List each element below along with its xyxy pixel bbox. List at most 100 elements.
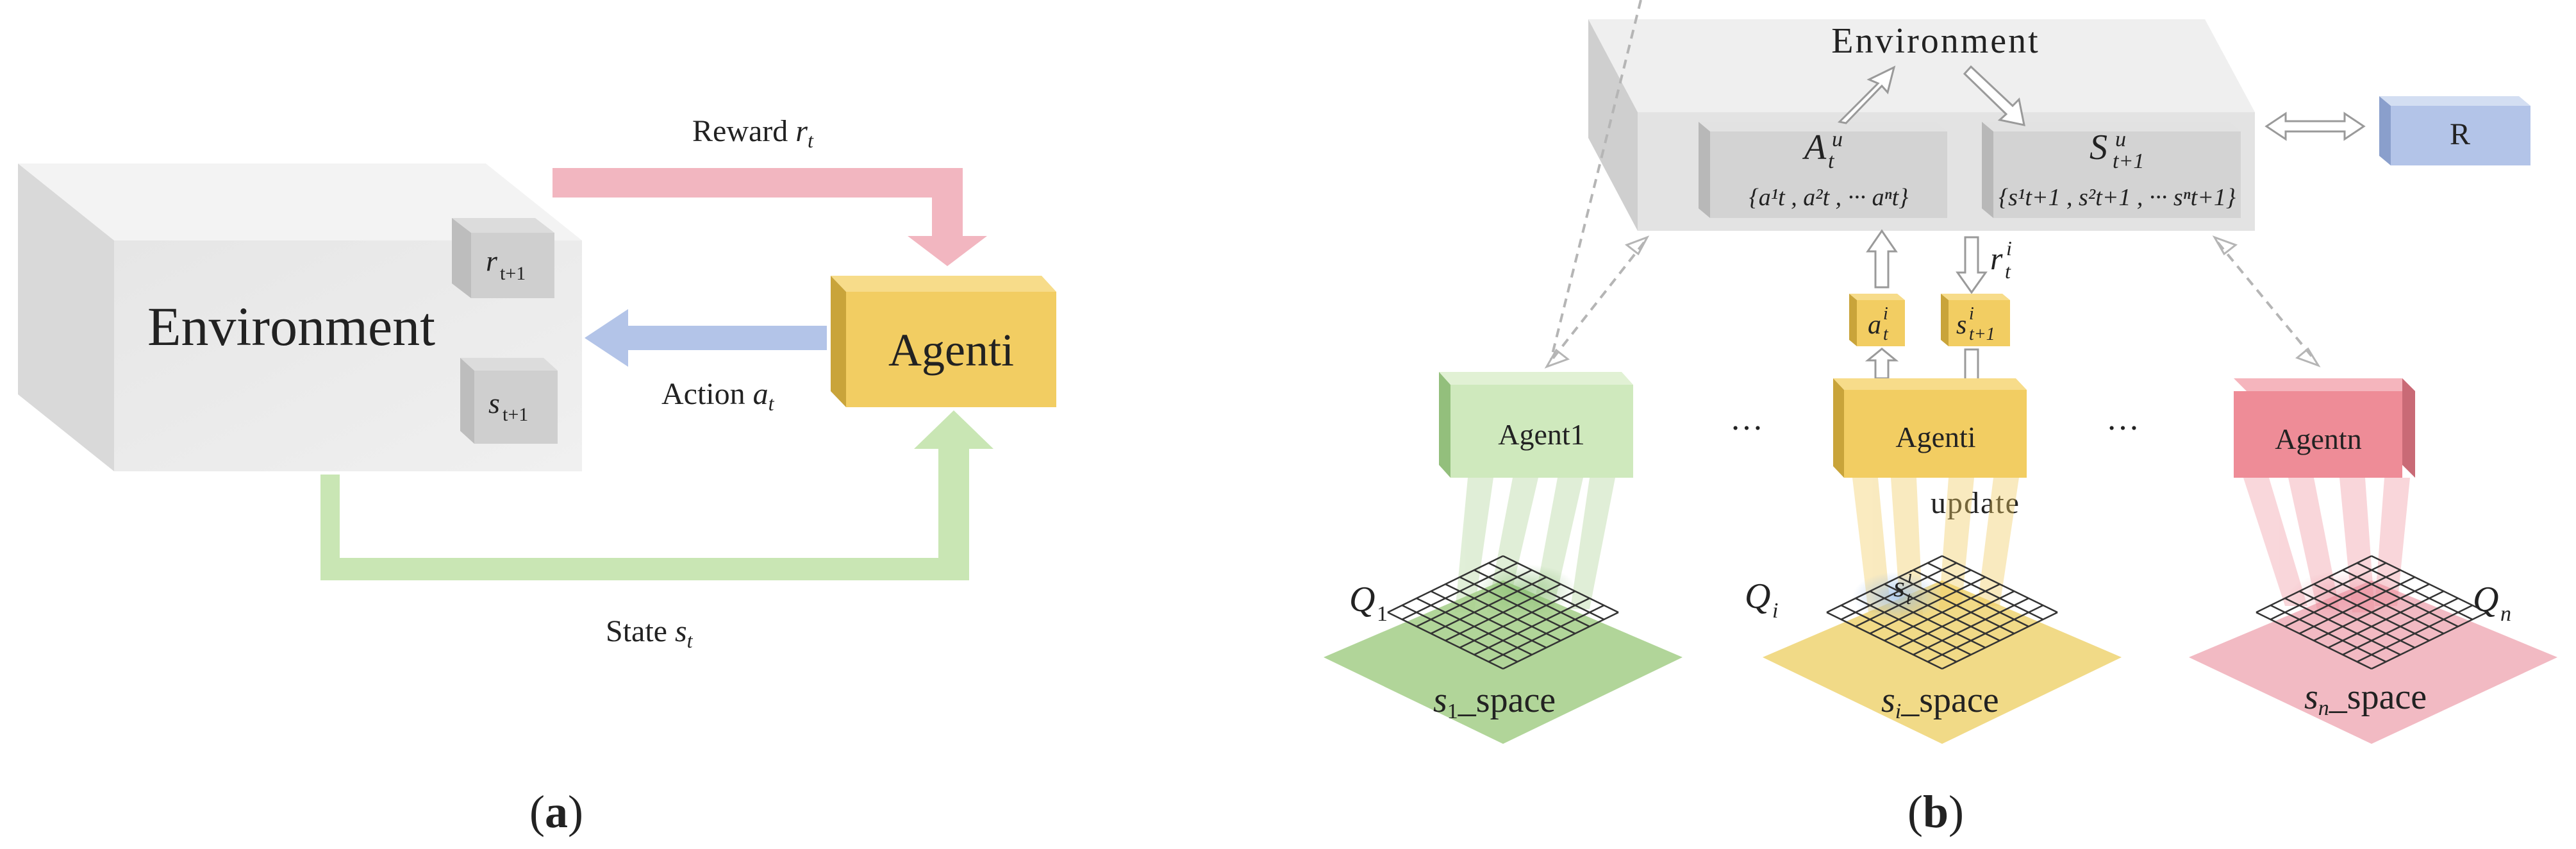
- ellipsis-left: …: [1730, 401, 1763, 437]
- action-box-sub: t: [1883, 324, 1889, 344]
- space-label-n: sn_space: [2304, 677, 2427, 720]
- action-text: Action at: [661, 377, 775, 415]
- joint-action-sub: t: [1828, 149, 1835, 173]
- q-grid-i: [1826, 555, 2058, 670]
- joint-state-set: {s¹t+1 , s²t+1 , ··· sⁿt+1}: [1998, 184, 2236, 211]
- q-label-i: Q: [1745, 576, 1770, 616]
- grid-i-line: [1927, 562, 2044, 621]
- agenti-label: Agenti: [1895, 421, 1975, 453]
- grid-1-line: [1459, 590, 1576, 649]
- dashed-arrow-agent1-head-bottom: [1544, 348, 1570, 369]
- env-up-arrow: [1837, 65, 1896, 124]
- action-arrow: [585, 309, 827, 367]
- q-label-n: Q: [2473, 580, 2498, 619]
- caption-b: (b): [1907, 786, 1964, 837]
- inner-reward-cube: r t+1: [452, 218, 554, 298]
- grid-n-line: [2342, 569, 2459, 628]
- agent1-box: Agent1: [1439, 372, 1633, 478]
- joint-state-sub: t+1: [2113, 149, 2144, 173]
- state-box-var: s: [1956, 310, 1966, 340]
- action-up-arrow: [1866, 229, 1898, 289]
- space-floor-1: [1324, 580, 1683, 744]
- inner-state-var: s: [488, 387, 500, 419]
- grid-1-line: [1488, 562, 1605, 621]
- inner-state-sub: t+1: [503, 404, 528, 425]
- grid-state-var: s: [1893, 570, 1905, 603]
- space-floor-i: [1763, 580, 2122, 744]
- grid-n-line: [2327, 576, 2445, 635]
- q-grid-n: [2256, 555, 2488, 670]
- action-box-sup: i: [1883, 304, 1888, 324]
- env-r-double-arrow: [2264, 112, 2366, 141]
- joint-state-var: S: [2090, 128, 2107, 167]
- state-box-sub: t+1: [1969, 324, 1995, 344]
- grid-1-line: [1474, 597, 1590, 656]
- space-label-i: si_space: [1881, 680, 1999, 723]
- q-label-n-sub: n: [2500, 602, 2511, 626]
- q-grid-1: [1387, 555, 1619, 670]
- grid-1-line: [1474, 569, 1590, 628]
- state-text: State st: [606, 614, 694, 652]
- grid-n-line: [2356, 562, 2473, 621]
- inner-state-cube: s t+1: [460, 358, 558, 444]
- grid-n-line: [2313, 583, 2430, 642]
- dashed-arrow-agent1-line: [1549, 241, 1645, 364]
- panel-a: r t+1 s t+1 Environment Reward rt Action…: [18, 114, 1056, 837]
- inner-reward-sub: t+1: [500, 263, 526, 284]
- grid-1-line: [1488, 604, 1605, 663]
- env-down-arrow: [1963, 65, 2025, 126]
- grid-i-line: [1941, 555, 2058, 614]
- space-floor-n: [2189, 580, 2557, 744]
- update-label: update: [1931, 486, 2020, 520]
- joint-state-box: S u t+1 {s¹t+1 , s²t+1 , ··· sⁿt+1}: [1982, 122, 2241, 218]
- action-box-var: a: [1868, 310, 1881, 340]
- grid-i-line: [1927, 604, 2044, 663]
- dashed-arrow-agentn-line: [2216, 241, 2316, 362]
- grid-i-line: [1898, 576, 2015, 635]
- grid-n-line: [2371, 555, 2488, 614]
- environment-label-a: Environment: [147, 296, 435, 357]
- inner-reward-var: r: [486, 244, 498, 277]
- dashed-arrow-agentn-head-bottom: [2295, 347, 2321, 367]
- state-box-b: s i t+1: [1941, 294, 2010, 346]
- grid-1-line: [1445, 583, 1561, 642]
- joint-action-set: {a¹t , a²t , ··· aⁿt}: [1749, 184, 1909, 211]
- reward-down-arrow: [1956, 236, 1988, 294]
- q-label-i-sub: i: [1772, 599, 1778, 623]
- reward-label-b-sup: i: [2006, 237, 2012, 260]
- dashed-arrow-agent1: [1550, 0, 1642, 360]
- grid-n-line: [2342, 597, 2459, 656]
- grid-state-sub: t: [1906, 589, 1912, 609]
- reward-text: Reward rt: [692, 114, 814, 152]
- dashed-arrow-agent1-head-top: [1624, 235, 1650, 256]
- q-label-1: Q: [1349, 580, 1375, 619]
- grid-1-line: [1459, 576, 1576, 635]
- environment-label-b: Environment: [1831, 21, 2040, 61]
- grid-state-sup: i: [1907, 567, 1913, 587]
- caption-a: (a): [529, 786, 583, 837]
- joint-action-box: A u t {a¹t , a²t , ··· aⁿt}: [1699, 122, 1947, 218]
- dashed-arrow-agentn-head-top: [2212, 235, 2238, 256]
- r-label: R: [2450, 117, 2470, 151]
- r-box: R: [2379, 96, 2530, 165]
- grid-i-line: [1913, 597, 2029, 656]
- action-to-agent-arrow: [1865, 348, 1899, 380]
- agent-box-a: Agenti: [831, 276, 1056, 407]
- grid-i-line: [1941, 611, 2058, 670]
- joint-action-var: A: [1802, 128, 1827, 167]
- agent1-label: Agent1: [1498, 418, 1584, 451]
- grid-n-line: [2371, 611, 2488, 670]
- reward-label-b: r: [1990, 240, 2003, 276]
- joint-state-sup: u: [2115, 128, 2126, 151]
- state-box-sup: i: [1969, 304, 1974, 324]
- grid-i-line: [1898, 590, 2015, 649]
- agentn-label: Agentn: [2275, 423, 2361, 455]
- ellipsis-right: …: [2106, 401, 2140, 437]
- q-label-1-sub: 1: [1377, 602, 1388, 626]
- agentn-box: Agentn: [2234, 378, 2415, 478]
- grid-i-line: [1884, 583, 2000, 642]
- space-label-1: s1_space: [1433, 680, 1556, 723]
- grid-i-line: [1913, 569, 2029, 628]
- grid-1-line: [1502, 555, 1619, 614]
